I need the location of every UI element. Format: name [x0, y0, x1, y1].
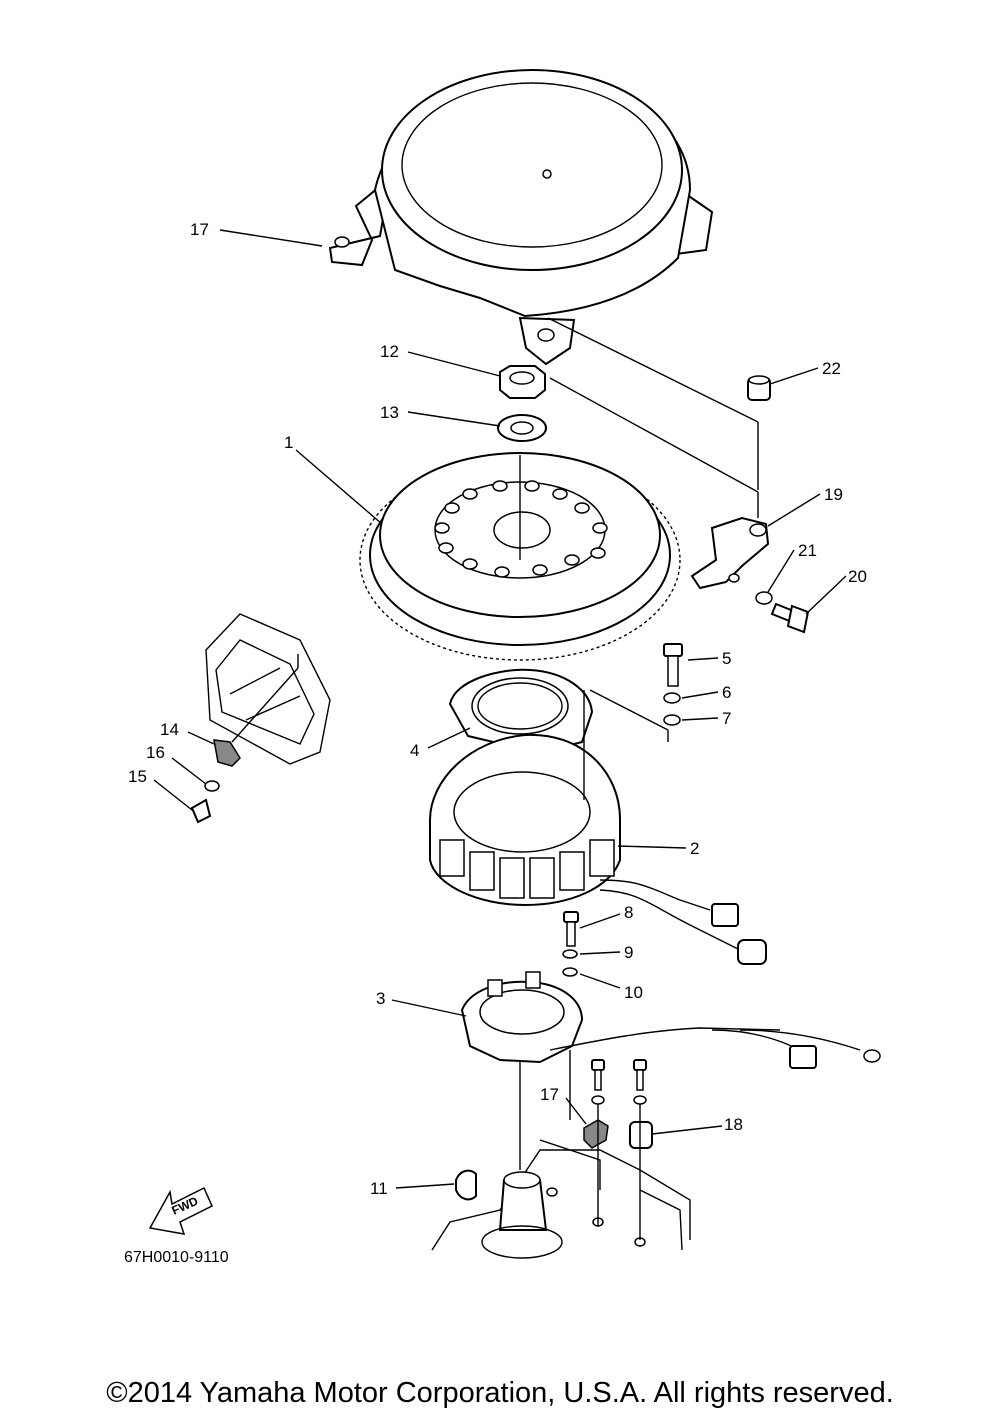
- part-21-washer: [755, 591, 773, 605]
- assembly-lines: [231, 317, 759, 1240]
- callout-7: 7: [722, 709, 731, 728]
- callout-17-right: 18: [724, 1115, 743, 1134]
- callout-15: 15: [128, 767, 147, 786]
- callout-19: 19: [824, 485, 843, 504]
- callout-16: 16: [146, 743, 165, 762]
- part-13-washer: [497, 414, 547, 442]
- part-17-clip-left: [583, 1119, 609, 1149]
- part-code: 67H0010-9110: [124, 1249, 229, 1266]
- callout-5: 5: [722, 649, 731, 668]
- part-4-stator-plate: [448, 668, 594, 754]
- callout-4: 4: [410, 741, 419, 760]
- callout-17-left: 17: [540, 1085, 559, 1104]
- part-9-spring-washer: [562, 949, 578, 959]
- part-11-woodruff-key: [455, 1169, 477, 1201]
- part-6-spring-washer: [663, 692, 681, 704]
- part-2-stator-coil: [429, 733, 767, 965]
- callout-18: 17: [190, 220, 209, 239]
- part-10-washer: [562, 967, 578, 977]
- part-7-washer: [663, 714, 681, 726]
- part-17-clip-right: [629, 1121, 653, 1149]
- part-5-bolt: [663, 643, 683, 687]
- callout-21: 21: [798, 541, 817, 560]
- callout-22: 22: [822, 359, 841, 378]
- leader-lines: [153, 229, 847, 1189]
- callout-11: 11: [370, 1179, 388, 1198]
- part-16-washer: [204, 780, 220, 792]
- callout-8: 8: [624, 903, 633, 922]
- callout-6: 6: [722, 683, 731, 702]
- callout-9: 9: [624, 943, 633, 962]
- fwd-arrow-icon: FWD: [148, 1186, 213, 1235]
- callout-14: 14: [160, 720, 179, 739]
- callout-12: 12: [380, 342, 399, 361]
- callout-20: 20: [848, 567, 867, 586]
- part-14-bracket: [213, 739, 241, 767]
- part-20-bolt: [770, 602, 810, 634]
- copyright-notice: ©2014 Yamaha Motor Corporation, U.S.A. A…: [106, 1377, 894, 1409]
- part-15-bolt: [190, 798, 212, 824]
- part-3-pulser-base: [460, 971, 881, 1069]
- part-19-bracket: [690, 516, 770, 590]
- part-12-nut: [499, 365, 546, 399]
- callout-1: 1: [284, 433, 293, 452]
- callout-13: 13: [380, 403, 399, 422]
- callout-labels: 17 12 13 22 1 19 21 20 5 6 7 4 14 16 15 …: [128, 220, 867, 1198]
- callout-2: 2: [690, 839, 699, 858]
- part-22-grommet: [747, 375, 771, 401]
- base-screws: [591, 1059, 647, 1105]
- callout-3: 3: [376, 989, 385, 1008]
- callout-10: 10: [624, 983, 643, 1002]
- part-18-flywheel-cover: [328, 69, 714, 366]
- part-8-screw: [563, 911, 579, 947]
